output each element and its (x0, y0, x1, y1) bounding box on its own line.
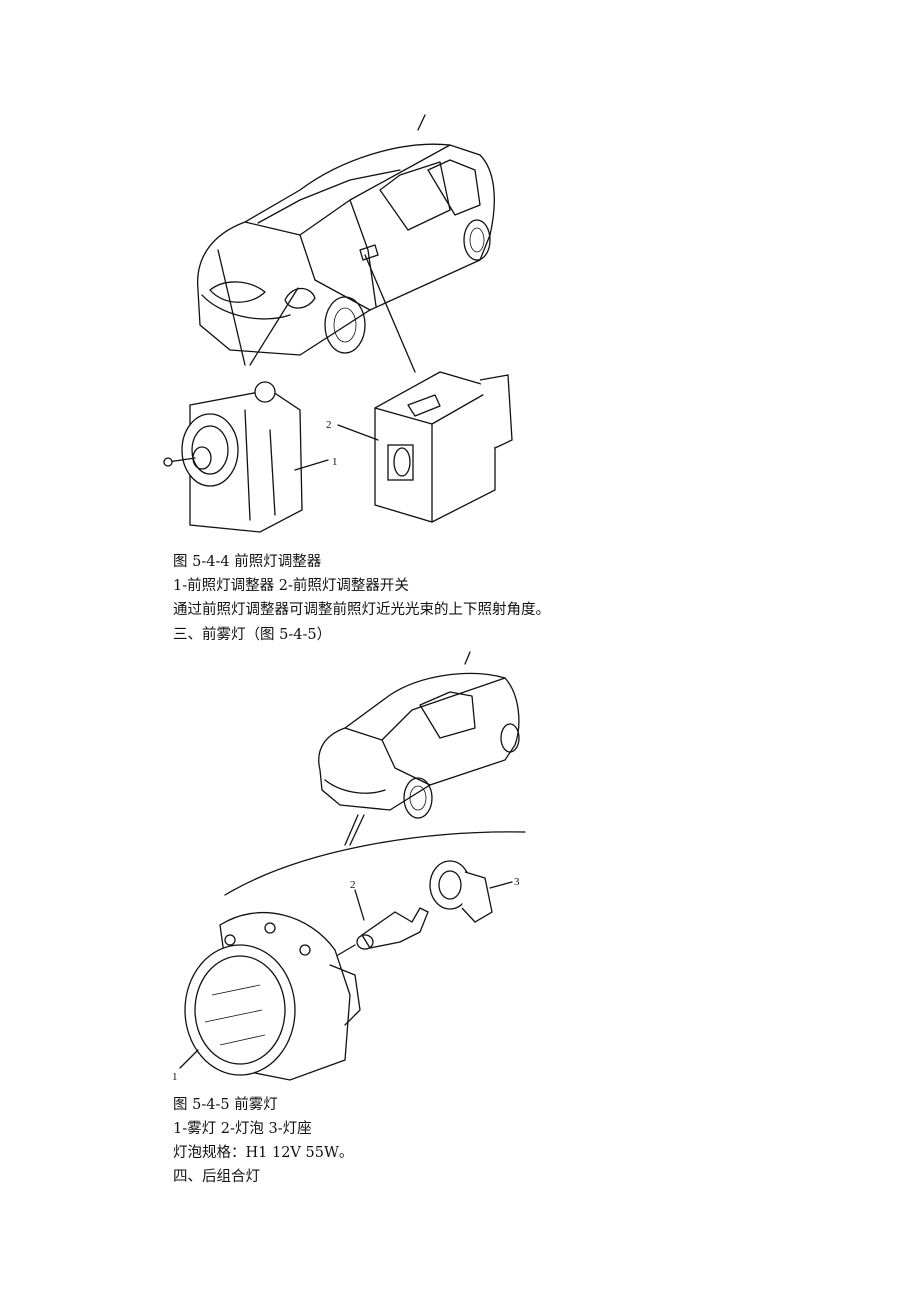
callout-1-label: 1 (332, 456, 338, 468)
callout-2-label: 2 (350, 879, 356, 891)
figure-legend-5-4-4: 1-前照灯调整器 2-前照灯调整器开关 (173, 578, 409, 594)
body-text-bulb-spec: 灯泡规格：H1 12V 55W。 (173, 1145, 354, 1161)
bulb-socket-illustration (429, 860, 493, 923)
headlamp-adjuster-illustration (163, 381, 303, 533)
callout-1-label: 1 (172, 1071, 178, 1083)
fog-lamp-illustration (184, 911, 361, 1081)
callout-2-label: 2 (326, 419, 332, 431)
body-text-headlamp-adjuster: 通过前照灯调整器可调整前照灯近光光束的上下照射角度。 (173, 602, 550, 618)
figure-caption-5-4-4: 图 5-4-4 前照灯调整器 (173, 554, 322, 570)
figure-headlamp-adjuster: 1 2 (163, 114, 513, 533)
callout-3-label: 3 (514, 876, 520, 888)
car-illustration (318, 651, 520, 819)
bulb-illustration (356, 907, 429, 950)
headlamp-adjuster-switch-illustration (374, 371, 513, 523)
figure-front-fog-lamp: 1 2 3 (172, 651, 526, 1083)
section-heading-front-fog-lamp: 三、前雾灯（图 5-4-5） (173, 627, 332, 643)
car-illustration (196, 114, 495, 356)
figure-caption-5-4-5: 图 5-4-5 前雾灯 (173, 1097, 278, 1113)
figure-legend-5-4-5: 1-雾灯 2-灯泡 3-灯座 (173, 1121, 312, 1137)
section-heading-rear-combination-lamp: 四、后组合灯 (173, 1169, 260, 1185)
